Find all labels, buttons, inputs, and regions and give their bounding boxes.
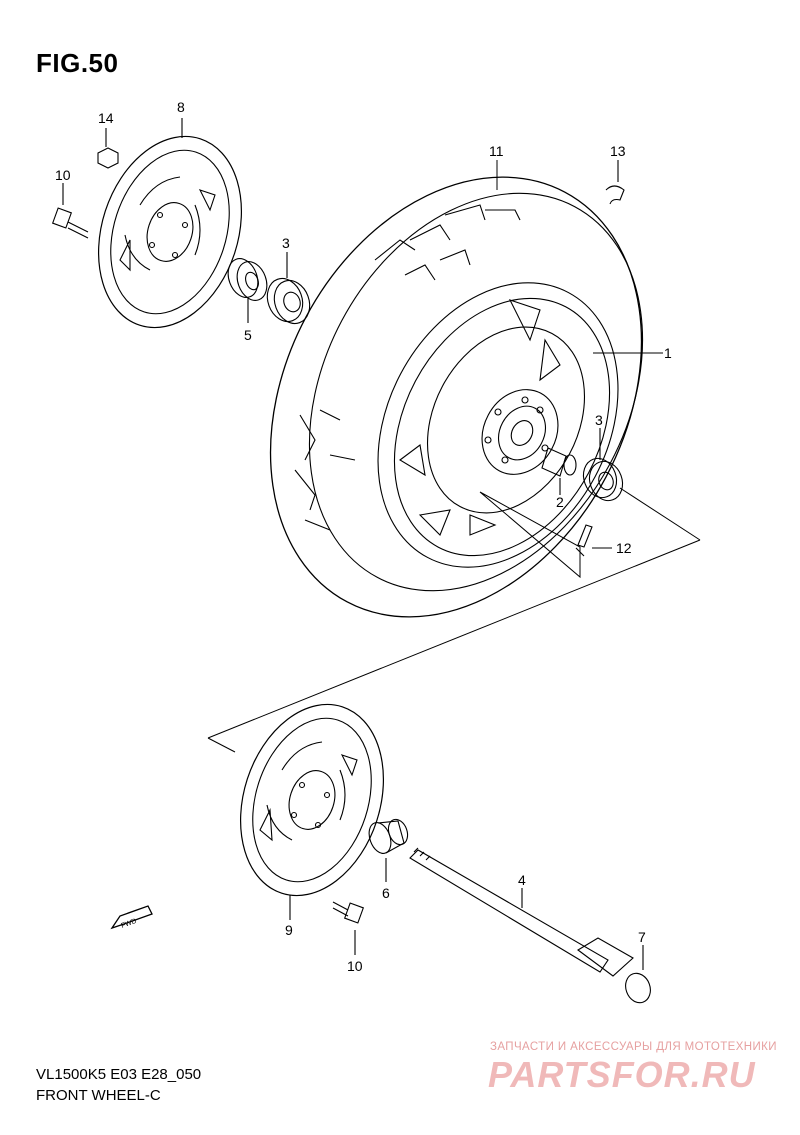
brake-disc-lower — [239, 703, 385, 920]
spacer-upper — [227, 258, 268, 323]
callout-8: 8 — [177, 99, 185, 115]
disc-bolt-lower — [332, 901, 365, 955]
disc-bolt-upper — [51, 183, 89, 239]
callout-10-lower: 10 — [347, 958, 363, 974]
callout-11: 11 — [489, 143, 504, 159]
spacer-right — [541, 447, 577, 495]
bearing-upper — [266, 252, 311, 325]
valve-clip — [605, 160, 625, 205]
callout-12: 12 — [616, 540, 632, 556]
callout-10-upper: 10 — [55, 167, 71, 183]
callout-4: 4 — [518, 872, 526, 888]
watermark-tagline: ЗАПЧАСТИ И АКСЕССУАРЫ ДЛЯ МОТОТЕХНИКИ — [490, 1041, 777, 1053]
callout-7: 7 — [638, 929, 646, 945]
model-code: VL1500K5 E03 E28_050 — [36, 1066, 202, 1083]
front-wheel-assembly — [269, 160, 663, 618]
brake-disc-upper — [97, 118, 243, 329]
axle-guide-lines — [207, 487, 701, 753]
axle-cap — [625, 945, 651, 1004]
callout-1: 1 — [664, 345, 672, 361]
bearing-right — [582, 428, 624, 502]
callout-3-right: 3 — [595, 412, 603, 428]
figure-title: FIG.50 — [36, 48, 119, 78]
callout-14: 14 — [98, 110, 114, 126]
callout-5: 5 — [244, 327, 252, 343]
tire-valve — [575, 524, 612, 557]
fwd-arrow-icon — [110, 905, 153, 930]
watermark-logo: PARTSFOR.RU — [488, 1054, 756, 1095]
callout-6: 6 — [382, 885, 390, 901]
callout-9: 9 — [285, 922, 293, 938]
front-axle — [409, 847, 634, 977]
spacer-lower — [368, 818, 409, 882]
callout-3-upper: 3 — [282, 235, 290, 251]
disc-nut — [97, 128, 119, 169]
callout-2: 2 — [556, 494, 564, 510]
figure-caption: FRONT WHEEL-C — [36, 1087, 161, 1104]
callout-13: 13 — [610, 143, 626, 159]
